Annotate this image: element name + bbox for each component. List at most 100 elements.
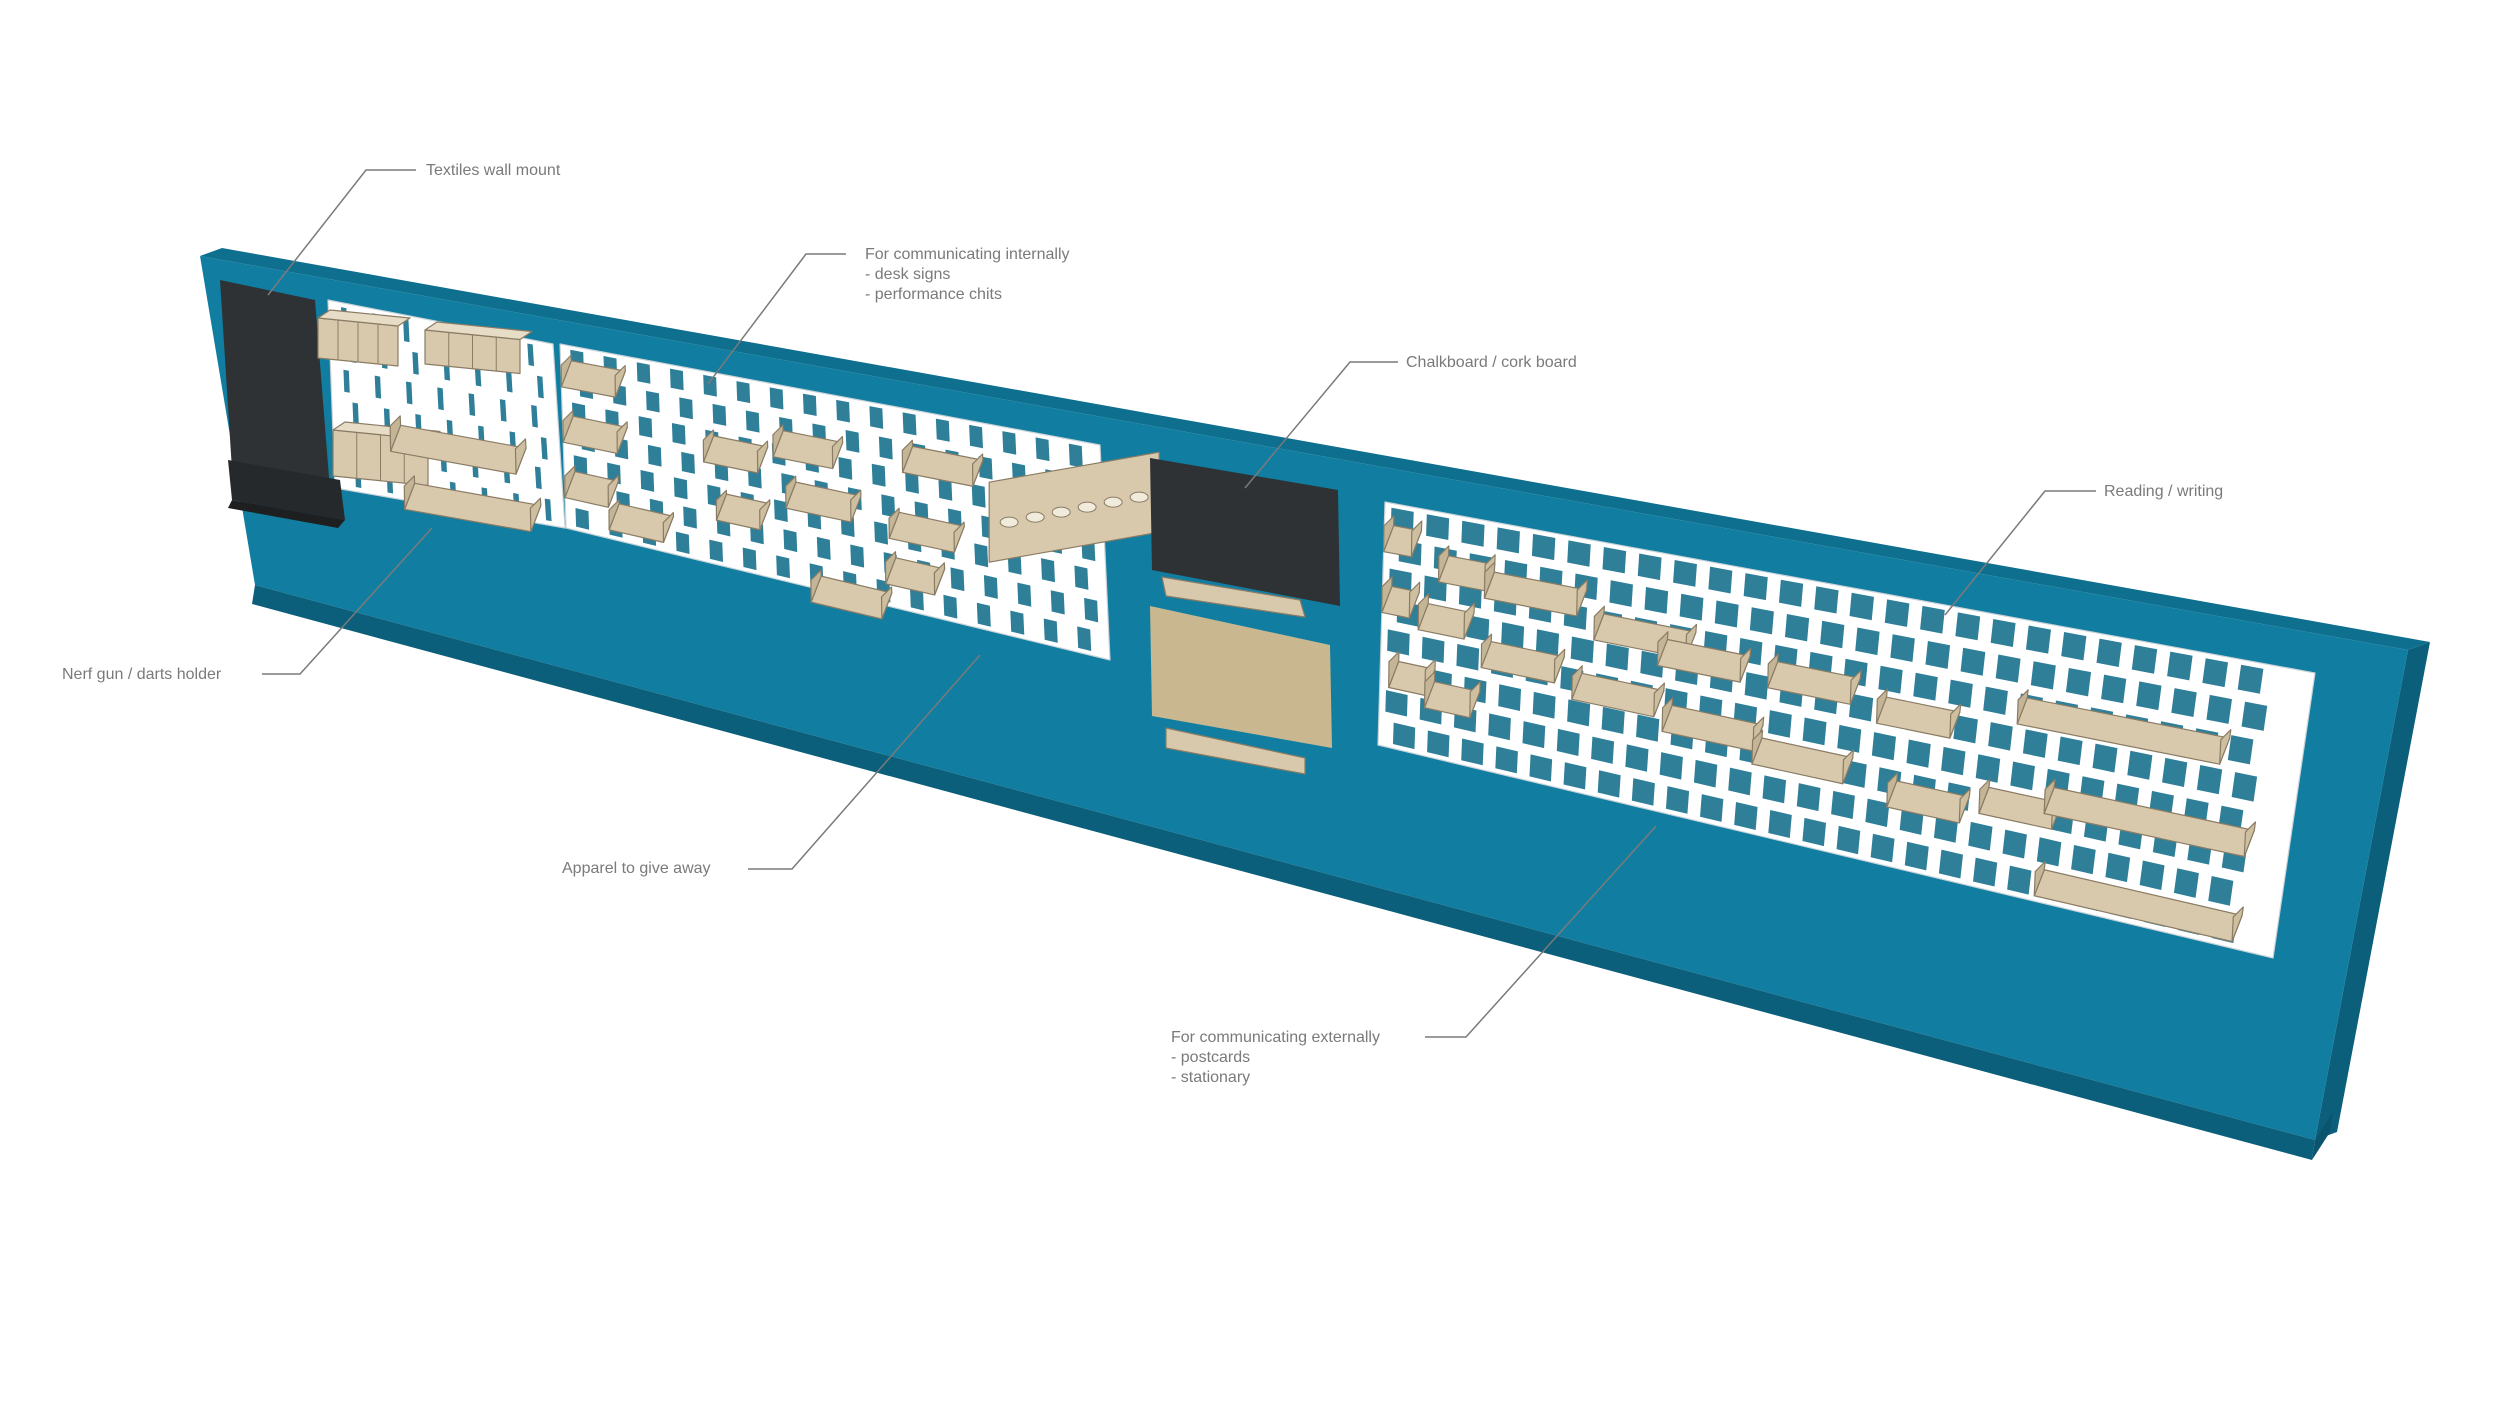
cubby-hole bbox=[1026, 512, 1044, 522]
peg-slot bbox=[1939, 850, 1963, 879]
peg-slot bbox=[2026, 625, 2051, 653]
peg-slot bbox=[1906, 740, 1930, 768]
peg-slot bbox=[2023, 729, 2048, 758]
peg-slot bbox=[1728, 768, 1751, 796]
peg-slot bbox=[1069, 444, 1083, 468]
peg-slot bbox=[746, 410, 760, 432]
peg-slot bbox=[1602, 707, 1625, 734]
peg-slot bbox=[2228, 735, 2254, 764]
peg-slot bbox=[639, 416, 653, 438]
peg-slot bbox=[2058, 736, 2083, 765]
peg-slot bbox=[1913, 673, 1937, 701]
peg-slot bbox=[1074, 565, 1088, 589]
callout-reading-writing: Reading / writing bbox=[2104, 482, 2223, 502]
peg-slot bbox=[683, 506, 697, 528]
peg-slot bbox=[672, 423, 686, 445]
peg-slot bbox=[1571, 636, 1594, 663]
peg-slot bbox=[2171, 688, 2196, 717]
peg-slot bbox=[977, 603, 991, 627]
peg-slot bbox=[874, 521, 888, 544]
peg-slot bbox=[2162, 758, 2187, 787]
peg-slot bbox=[1925, 641, 1950, 669]
peg-slot bbox=[770, 387, 784, 409]
peg-slot bbox=[1636, 714, 1659, 741]
peg-slot bbox=[1968, 822, 1992, 851]
peg-slot bbox=[2208, 876, 2233, 906]
peg-slot bbox=[743, 547, 757, 570]
peg-slot bbox=[713, 404, 727, 426]
peg-slot bbox=[2140, 861, 2165, 890]
peg-slot bbox=[2037, 837, 2062, 866]
peg-slot bbox=[1779, 580, 1803, 607]
peg-slot bbox=[2202, 658, 2228, 687]
peg-slot bbox=[1961, 648, 1986, 676]
storage-bin-1 bbox=[318, 310, 410, 366]
peg-slot bbox=[674, 477, 688, 499]
peg-slot bbox=[709, 540, 723, 562]
peg-slot bbox=[1973, 858, 1997, 887]
peg-slot bbox=[1837, 725, 1861, 753]
peg-slot bbox=[2206, 695, 2232, 724]
peg-slot bbox=[1715, 600, 1739, 627]
peg-slot bbox=[1785, 614, 1809, 641]
cubby-hole bbox=[1104, 497, 1122, 507]
peg-slot bbox=[2097, 639, 2122, 667]
peg-slot bbox=[352, 402, 358, 425]
peg-slot bbox=[1567, 540, 1591, 566]
cubby-hole bbox=[1078, 502, 1096, 512]
peg-slot bbox=[1871, 834, 1895, 863]
peg-slot bbox=[1885, 599, 1910, 627]
peg-slot bbox=[1002, 431, 1016, 455]
peg-slot bbox=[1820, 621, 1844, 648]
peg-slot bbox=[1461, 521, 1484, 547]
peg-slot bbox=[1010, 611, 1024, 635]
peg-slot bbox=[2174, 868, 2199, 898]
peg-slot bbox=[2136, 681, 2161, 710]
peg-slot bbox=[637, 362, 651, 383]
peg-slot bbox=[2105, 853, 2130, 882]
peg-slot bbox=[2132, 645, 2157, 674]
peg-slot bbox=[850, 544, 864, 567]
peg-slot bbox=[1768, 710, 1792, 738]
peg-slot bbox=[2066, 668, 2091, 696]
peg-slot bbox=[736, 381, 750, 403]
peg-slot bbox=[2127, 751, 2152, 780]
peg-slot bbox=[1744, 573, 1768, 600]
peg-slot bbox=[1426, 514, 1449, 540]
peg-slot bbox=[872, 464, 886, 487]
peg-slot bbox=[1872, 732, 1896, 760]
peg-slot bbox=[1603, 547, 1627, 573]
peg-slot bbox=[969, 425, 983, 448]
peg-slot bbox=[2238, 665, 2264, 694]
peg-slot bbox=[1750, 607, 1774, 634]
peg-slot bbox=[406, 381, 412, 404]
peg-slot bbox=[974, 543, 988, 567]
peg-slot bbox=[375, 376, 381, 399]
peg-slot bbox=[1680, 594, 1704, 621]
callout-chalkboard-cork-board: Chalkboard / cork board bbox=[1406, 353, 1577, 373]
peg-slot bbox=[2031, 661, 2056, 689]
peg-slot bbox=[1497, 527, 1520, 553]
peg-slot bbox=[836, 400, 850, 423]
peg-slot bbox=[817, 537, 831, 560]
callout-apparel-to-give-away: Apparel to give away bbox=[562, 859, 711, 879]
peg-slot bbox=[1878, 666, 1902, 694]
peg-slot bbox=[1976, 754, 2001, 783]
peg-slot bbox=[2197, 765, 2222, 794]
peg-slot bbox=[2007, 866, 2031, 895]
peg-slot bbox=[1041, 558, 1055, 582]
peg-slot bbox=[783, 529, 797, 552]
peg-slot bbox=[1831, 791, 1855, 819]
peg-slot bbox=[2232, 772, 2257, 801]
peg-slot bbox=[1638, 554, 1662, 581]
peg-slot bbox=[2167, 652, 2193, 681]
peg-slot bbox=[2092, 744, 2117, 773]
peg-slot bbox=[676, 532, 690, 554]
peg-slot bbox=[1077, 626, 1091, 651]
peg-slot bbox=[1036, 437, 1050, 461]
peg-slot bbox=[2061, 632, 2086, 660]
peg-slot bbox=[984, 575, 998, 599]
cubby-hole bbox=[1130, 492, 1148, 502]
peg-slot bbox=[1532, 534, 1555, 560]
